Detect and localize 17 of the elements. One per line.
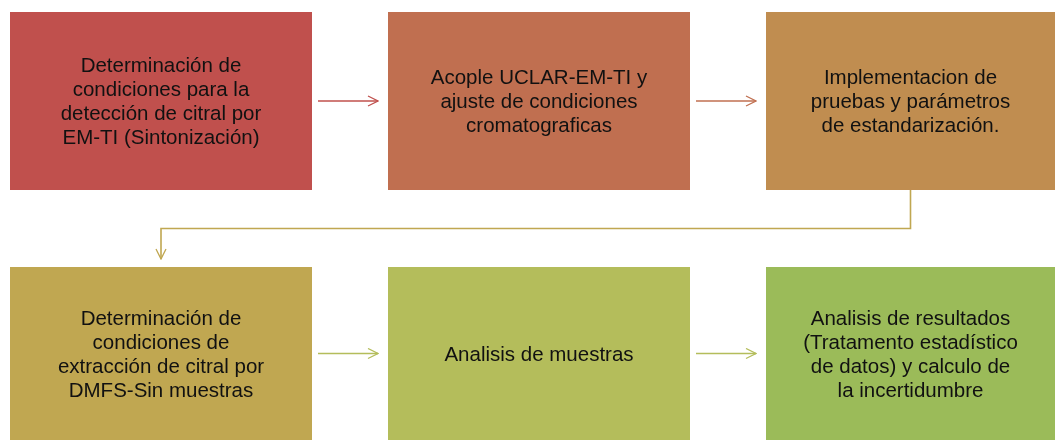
process-box [766,267,1055,440]
box-label: Analisis de muestras [444,341,634,366]
arrow [155,189,912,260]
process-box [10,267,312,440]
arrow [317,95,379,107]
process-box [388,12,690,190]
box-label: Acople UCLAR-EM-TI y ajuste de condiciones cromatograficas [429,65,649,137]
arrow [695,95,757,107]
process-box [766,12,1055,190]
box-label: Determinación de condiciones de extracción de citral por DMFS-Sin muestras [56,305,266,402]
arrow [695,347,757,360]
process-box [10,12,312,190]
box-label: Implementacion de pruebas y parámetros de estandarización. [809,65,1012,137]
process-box [388,267,690,440]
arrow [317,347,379,360]
box-label: Determinación de condiciones para la detección de citral por EM-TI (Sintonización) [59,53,263,149]
box-label: Analisis de resultados (Tratamento estadístico de datos) y calculo de la incertidumbre [802,305,1019,402]
